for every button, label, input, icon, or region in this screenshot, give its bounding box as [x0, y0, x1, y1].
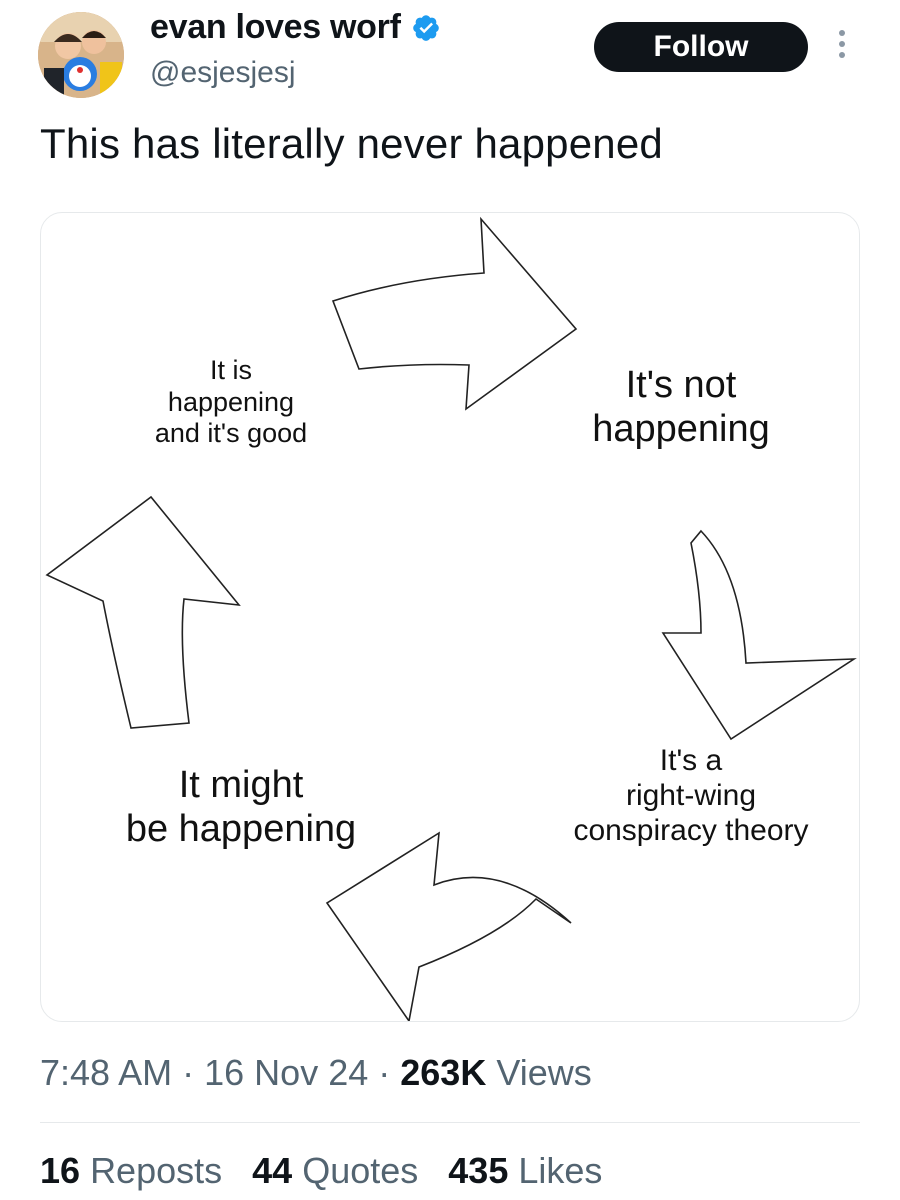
tweet-time[interactable]: 7:48 AM	[40, 1052, 173, 1093]
author-name-row[interactable]: evan loves worf	[150, 8, 441, 47]
verified-badge-icon	[412, 14, 439, 41]
label-it-is-happening: It is happening and it's good	[154, 355, 308, 449]
likes-stat[interactable]: 435 Likes	[448, 1150, 602, 1192]
quotes-count: 44	[252, 1150, 293, 1191]
reposts-count: 16	[40, 1150, 81, 1191]
avatar-image	[38, 12, 124, 98]
likes-label: Likes	[518, 1150, 603, 1191]
display-name[interactable]: evan loves worf	[150, 8, 401, 46]
arrow-top	[331, 216, 578, 411]
divider	[40, 1122, 860, 1123]
label-not-happening: It's not happening	[592, 364, 770, 451]
quotes-stat[interactable]: 44 Quotes	[252, 1150, 418, 1192]
arrow-left	[45, 495, 241, 729]
tweet-meta: 7:48 AM · 16 Nov 24 · 263K Views	[40, 1052, 592, 1094]
reposts-stat[interactable]: 16 Reposts	[40, 1150, 222, 1192]
tweet-text: This has literally never happened	[40, 120, 663, 167]
more-options-icon[interactable]	[834, 30, 850, 70]
author-handle[interactable]: @esjesjesj	[150, 56, 296, 89]
engagement-stats: 16 Reposts 44 Quotes 435 Likes	[40, 1150, 632, 1192]
meta-separator: ·	[378, 1052, 391, 1093]
quotes-label: Quotes	[302, 1150, 419, 1191]
follow-button[interactable]: Follow	[594, 22, 808, 72]
tweet-image[interactable]: It is happening and it's good It's not h…	[40, 212, 860, 1022]
likes-count: 435	[448, 1150, 509, 1191]
arrow-bottom	[325, 831, 572, 1021]
avatar[interactable]	[38, 12, 124, 98]
label-conspiracy-theory: It's a right-wing conspiracy theory	[573, 744, 809, 848]
reposts-label: Reposts	[90, 1150, 223, 1191]
meta-separator: ·	[182, 1052, 195, 1093]
tweet-date[interactable]: 16 Nov 24	[204, 1052, 369, 1093]
views-count: 263K	[400, 1052, 487, 1093]
views-label: Views	[496, 1052, 592, 1093]
cycle-diagram	[45, 216, 857, 1021]
label-might-be-happening: It might be happening	[125, 764, 357, 851]
arrow-right	[661, 529, 857, 741]
